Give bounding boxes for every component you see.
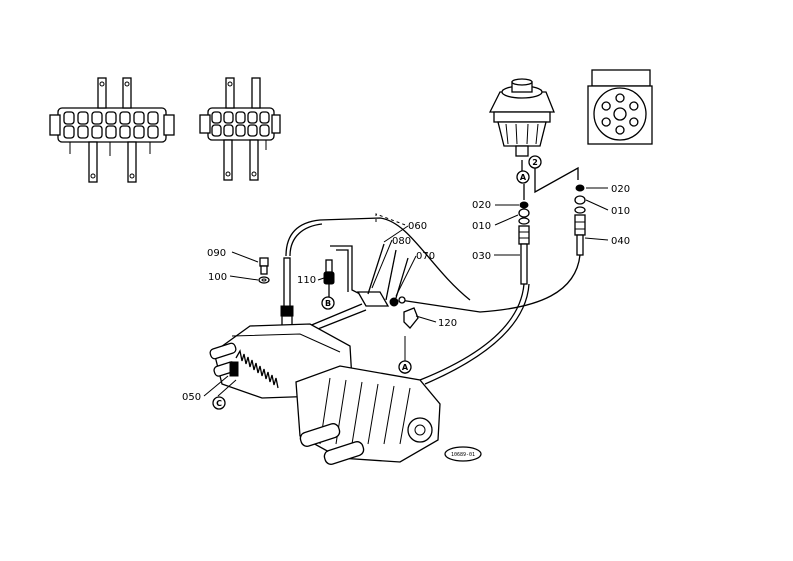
svg-text:2: 2 <box>532 158 538 167</box>
marker-a-top: A <box>516 170 530 184</box>
control-valve-top-view-right <box>199 77 281 181</box>
bracket-dashed-060 <box>375 213 409 227</box>
svg-text:A: A <box>402 363 409 372</box>
hydraulic-motor-face-view <box>587 69 653 145</box>
cable-fitting-left <box>518 184 530 285</box>
label-030: 030 <box>472 251 491 262</box>
label-070: 070 <box>416 251 435 262</box>
label-080: 080 <box>392 236 411 247</box>
label-110: 110 <box>297 275 316 286</box>
label-060: 060 <box>408 221 427 232</box>
part-leader-lines <box>203 187 609 397</box>
marker-2: 2 <box>528 155 542 169</box>
control-valve-top-view-left <box>49 77 175 183</box>
label-040: 040 <box>611 236 630 247</box>
label-010-right: 010 <box>611 206 630 217</box>
svg-text:A: A <box>520 173 527 182</box>
linkage-rods <box>330 243 419 329</box>
bolt-090 <box>259 257 269 275</box>
svg-text:10689-01: 10689-01 <box>451 452 475 458</box>
marker-c: C <box>212 396 226 410</box>
marker-a-bottom: A <box>398 360 412 374</box>
label-010-left: 010 <box>472 221 491 232</box>
svg-text:B: B <box>325 299 331 308</box>
cable-upper-zigzag <box>521 160 579 194</box>
svg-text:C: C <box>216 399 222 408</box>
hydraulic-motor-side-view <box>488 78 555 157</box>
cable-fitting-right <box>574 184 586 256</box>
washer-100 <box>258 276 270 284</box>
label-090: 090 <box>207 248 226 259</box>
label-020-right: 020 <box>611 184 630 195</box>
label-120: 120 <box>438 318 457 329</box>
marker-b: B <box>321 296 335 310</box>
label-050: 050 <box>182 392 201 403</box>
control-cables <box>285 217 581 385</box>
nut-110 <box>323 259 335 298</box>
drawing-number-stamp: 10689-01 <box>444 446 482 462</box>
label-100: 100 <box>208 272 227 283</box>
control-valve-assembly-lower <box>209 323 441 465</box>
label-020-left: 020 <box>472 200 491 211</box>
